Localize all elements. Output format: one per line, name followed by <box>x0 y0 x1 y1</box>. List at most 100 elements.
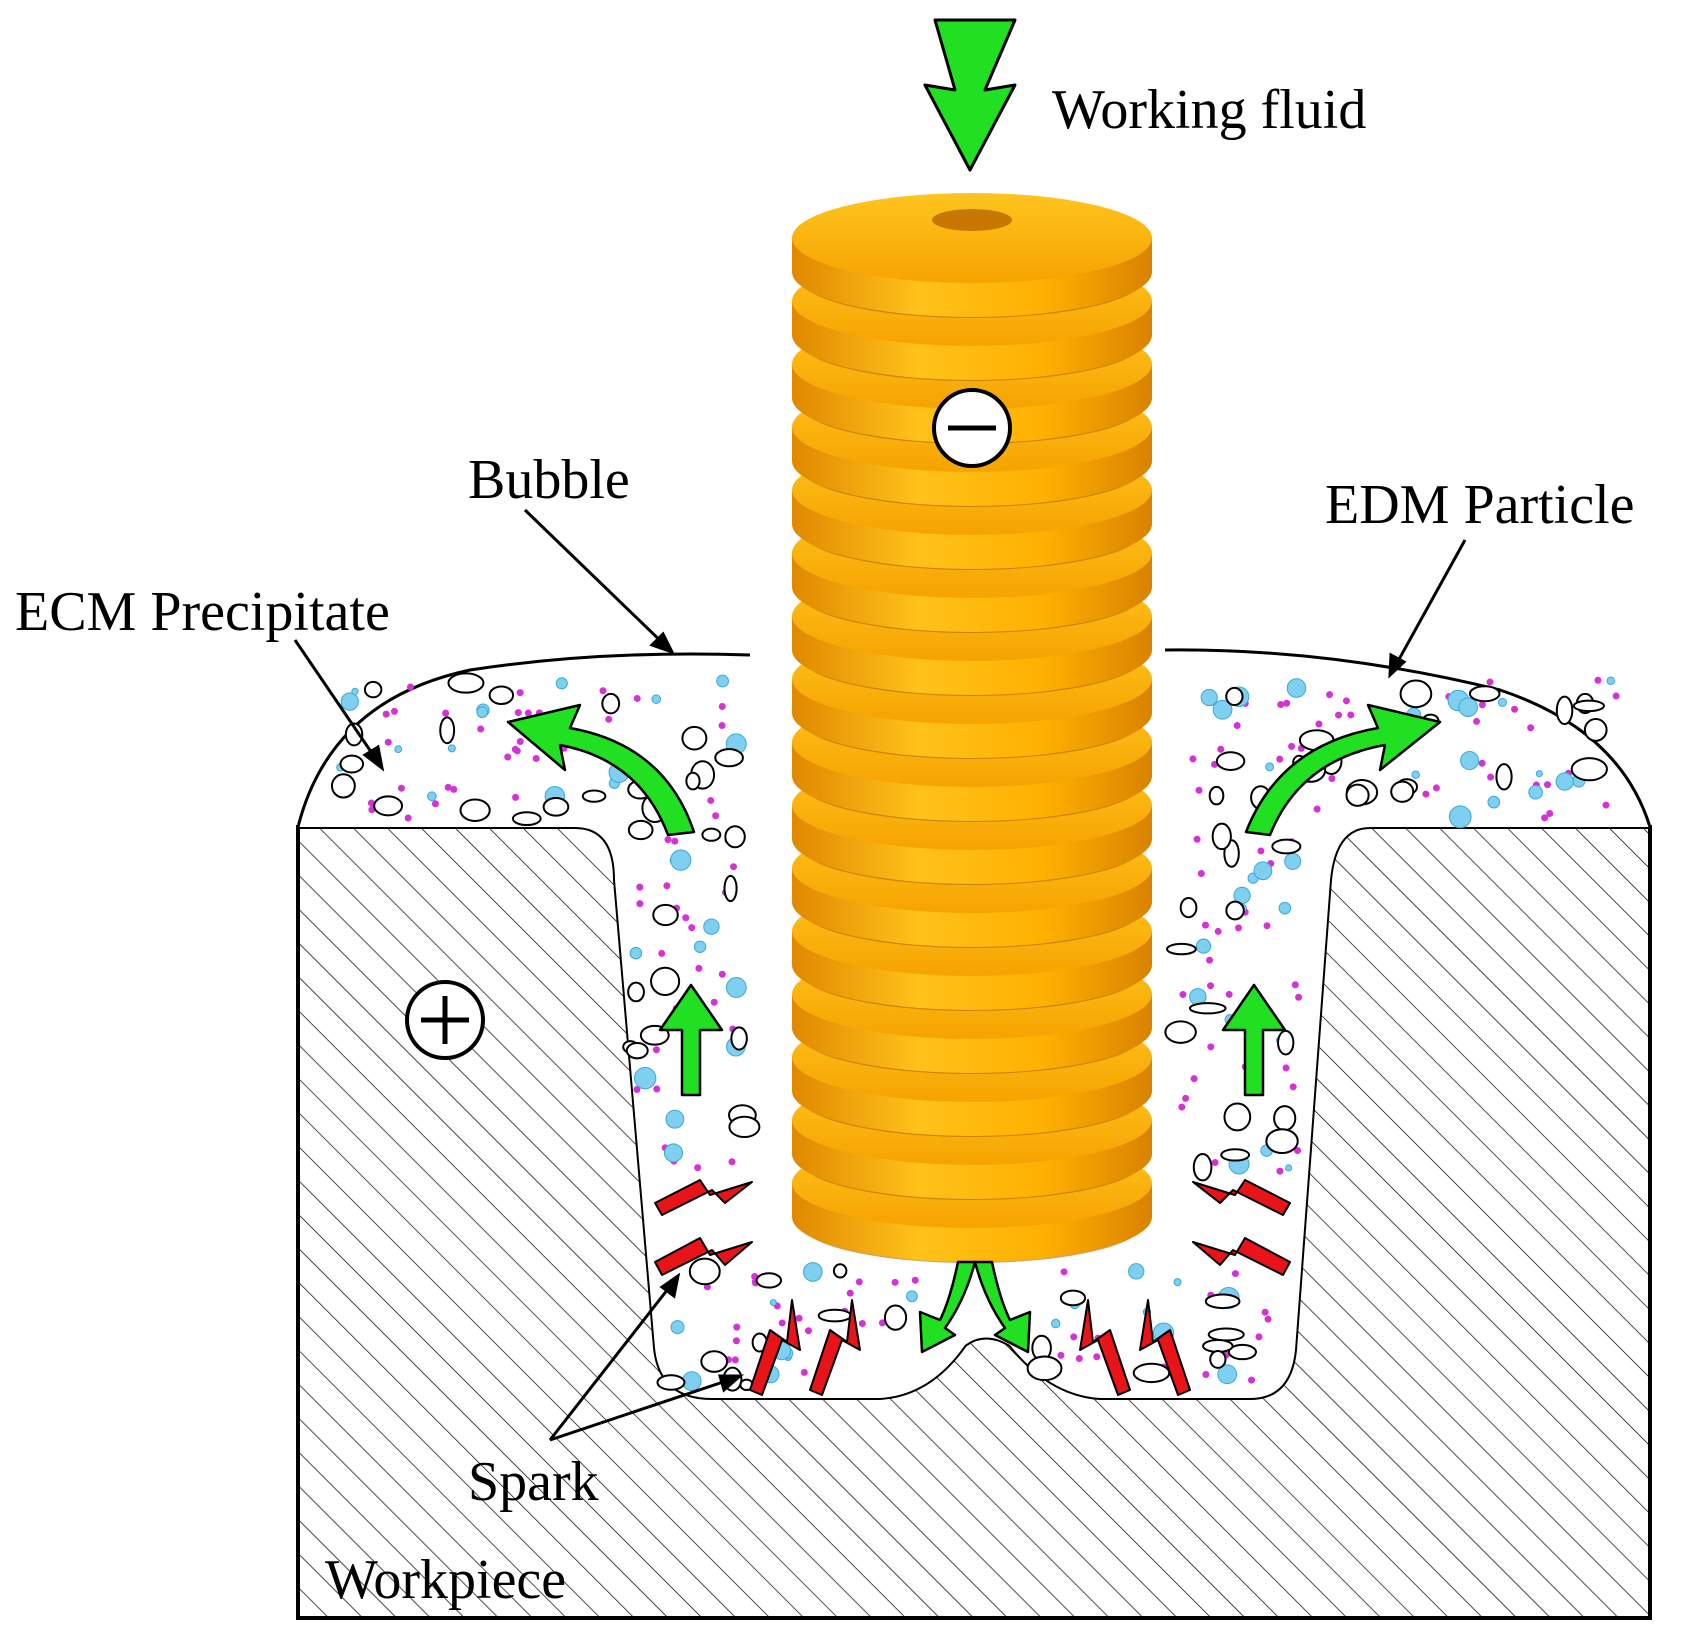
ecm-precipitate <box>1026 1355 1063 1382</box>
ecm-precipitate <box>652 903 679 927</box>
ecm-precipitate <box>1572 699 1605 713</box>
ecm-precipitate <box>459 798 491 822</box>
bubble <box>670 849 692 871</box>
edm-particle <box>450 785 458 793</box>
ecm-precipitate <box>373 795 404 817</box>
edm-particle <box>1255 1333 1263 1341</box>
edm-particle <box>1195 786 1203 794</box>
edm-particle <box>1511 705 1519 713</box>
bubble <box>447 744 456 753</box>
edm-particle <box>504 753 512 761</box>
edm-particle <box>1225 990 1233 998</box>
edm-particle <box>1070 1333 1078 1341</box>
bubble <box>703 918 720 935</box>
bubble <box>1458 697 1478 717</box>
edm-particle <box>1288 742 1296 750</box>
edm-particle <box>663 882 671 890</box>
edm-particle <box>1190 1075 1198 1083</box>
ecm-precipitate <box>1265 1128 1299 1155</box>
electrode-disc <box>792 193 1152 318</box>
ecm-precipitate <box>1468 685 1501 703</box>
spark-icon <box>654 1179 753 1216</box>
bubble <box>1128 1263 1145 1280</box>
ecm-precipitate <box>730 1026 748 1051</box>
edm-particle <box>1478 701 1486 709</box>
ecm-precipitate <box>1225 900 1245 921</box>
edm-particle <box>1182 1094 1190 1102</box>
edm-particle <box>404 814 412 822</box>
edm-particle <box>695 964 703 972</box>
ecm-precipitate <box>439 716 456 745</box>
edm-particle <box>512 793 520 801</box>
bubble <box>1284 852 1302 870</box>
ecm-precipitate <box>700 1350 729 1373</box>
ecm-precipitate <box>681 725 708 751</box>
edm-particle <box>1197 870 1205 878</box>
edm-particle <box>652 1046 660 1054</box>
ecm-precipitate <box>363 680 383 699</box>
edm-particle <box>1544 781 1552 789</box>
ecm-precipitate <box>344 722 364 747</box>
bubble <box>665 1109 685 1129</box>
bubble <box>1528 785 1543 800</box>
edm-particle <box>1075 1355 1083 1363</box>
edm-particle <box>477 725 485 733</box>
bubble <box>1050 1318 1061 1329</box>
spark-label: Spark <box>468 1451 599 1513</box>
edm-particle <box>730 863 738 871</box>
edm-particle <box>671 837 679 845</box>
edm-particle <box>514 709 522 717</box>
leader-lines <box>293 508 1467 1442</box>
edm-particle <box>1060 1268 1068 1276</box>
edm-particle <box>397 784 405 792</box>
bubble <box>476 706 489 719</box>
bubble <box>1460 751 1480 771</box>
ecm-precipitate <box>755 1272 783 1289</box>
edm-particle <box>1217 745 1225 753</box>
edm-particle <box>1207 982 1215 990</box>
ecm-precipitate <box>883 1304 908 1331</box>
edm-particle <box>1231 1270 1239 1278</box>
edm-particle <box>605 715 613 723</box>
ecm-precipitate <box>1132 1362 1171 1384</box>
bubble <box>1265 762 1275 772</box>
bubble <box>803 1262 823 1282</box>
edm-particle <box>390 707 398 715</box>
edm-particle <box>800 1368 808 1376</box>
ecm-precipitate <box>1495 763 1513 791</box>
edm-particle <box>1342 697 1350 705</box>
bubble <box>1217 1364 1238 1385</box>
edm-particle <box>1264 1315 1272 1323</box>
ecm-precipitate <box>656 1374 686 1391</box>
edm-particle <box>1295 993 1303 1001</box>
minus-circle-icon <box>932 388 1012 468</box>
fluid-outline-left <box>296 652 751 828</box>
bubble <box>663 1143 683 1163</box>
edm-particle <box>1178 1103 1186 1111</box>
bubble <box>651 694 662 704</box>
ecm-precipitate <box>723 874 738 903</box>
ecm-precipitate <box>1273 1105 1297 1132</box>
edm-particle <box>664 836 672 844</box>
edm-particle <box>382 710 390 718</box>
edm-particle <box>1347 711 1355 719</box>
bubble <box>1555 772 1574 791</box>
edm-particle <box>511 745 519 753</box>
edm-particle <box>732 1337 740 1345</box>
ecm-precipitate <box>1166 942 1197 956</box>
edm-particle <box>1473 717 1481 725</box>
ecm-precipitate <box>1220 1148 1251 1162</box>
edm-particle <box>1432 784 1440 792</box>
edm-particle <box>1263 922 1271 930</box>
edm-particle <box>636 900 644 908</box>
spark-icon <box>1139 1299 1191 1396</box>
edm-particle <box>516 689 524 697</box>
ecm-precipitate <box>701 827 722 842</box>
edm-particle <box>1202 921 1210 929</box>
edm-particle <box>1282 1064 1290 1072</box>
ecm-precipitate <box>1345 783 1370 807</box>
edm-particle <box>846 1289 854 1297</box>
edm-particle <box>778 1319 786 1327</box>
bubble <box>693 940 707 953</box>
